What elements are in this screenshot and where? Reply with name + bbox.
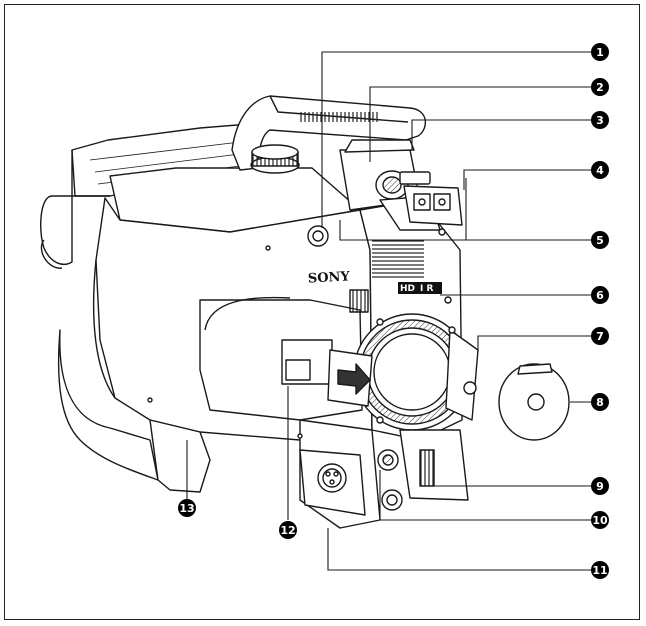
svg-text:5: 5 (596, 234, 604, 247)
svg-text:I R: I R (420, 284, 433, 294)
callout-7: 7 (591, 327, 609, 345)
callout-10: 10 (591, 511, 609, 529)
svg-text:11: 11 (592, 564, 607, 577)
svg-text:13: 13 (179, 502, 194, 515)
svg-text:12: 12 (280, 524, 295, 537)
callout-11: 11 (591, 561, 609, 579)
callout-2: 2 (591, 78, 609, 96)
callout-markers: 1 2 3 4 5 6 7 8 9 10 11 12 13 (178, 43, 609, 579)
callout-9: 9 (591, 477, 609, 495)
hd-ir-badge: HD I R (398, 282, 442, 294)
svg-text:10: 10 (592, 514, 608, 527)
camera-body (40, 95, 570, 529)
callout-6: 6 (591, 286, 609, 304)
svg-text:6: 6 (596, 289, 604, 302)
svg-text:3: 3 (596, 114, 604, 127)
svg-text:7: 7 (596, 330, 604, 343)
brand-logo: SONY (308, 269, 351, 286)
svg-text:2: 2 (596, 81, 604, 94)
svg-text:8: 8 (596, 396, 604, 409)
callout-8: 8 (591, 393, 609, 411)
callout-3: 3 (591, 111, 609, 129)
callout-13: 13 (178, 499, 196, 517)
svg-text:4: 4 (596, 164, 604, 177)
svg-text:HD: HD (400, 284, 415, 294)
leader-lines (186, 51, 592, 571)
callout-12: 12 (279, 521, 297, 539)
svg-text:1: 1 (596, 46, 604, 59)
callout-1: 1 (591, 43, 609, 61)
callout-4: 4 (591, 161, 609, 179)
callout-5: 5 (591, 231, 609, 249)
svg-text:9: 9 (596, 480, 604, 493)
